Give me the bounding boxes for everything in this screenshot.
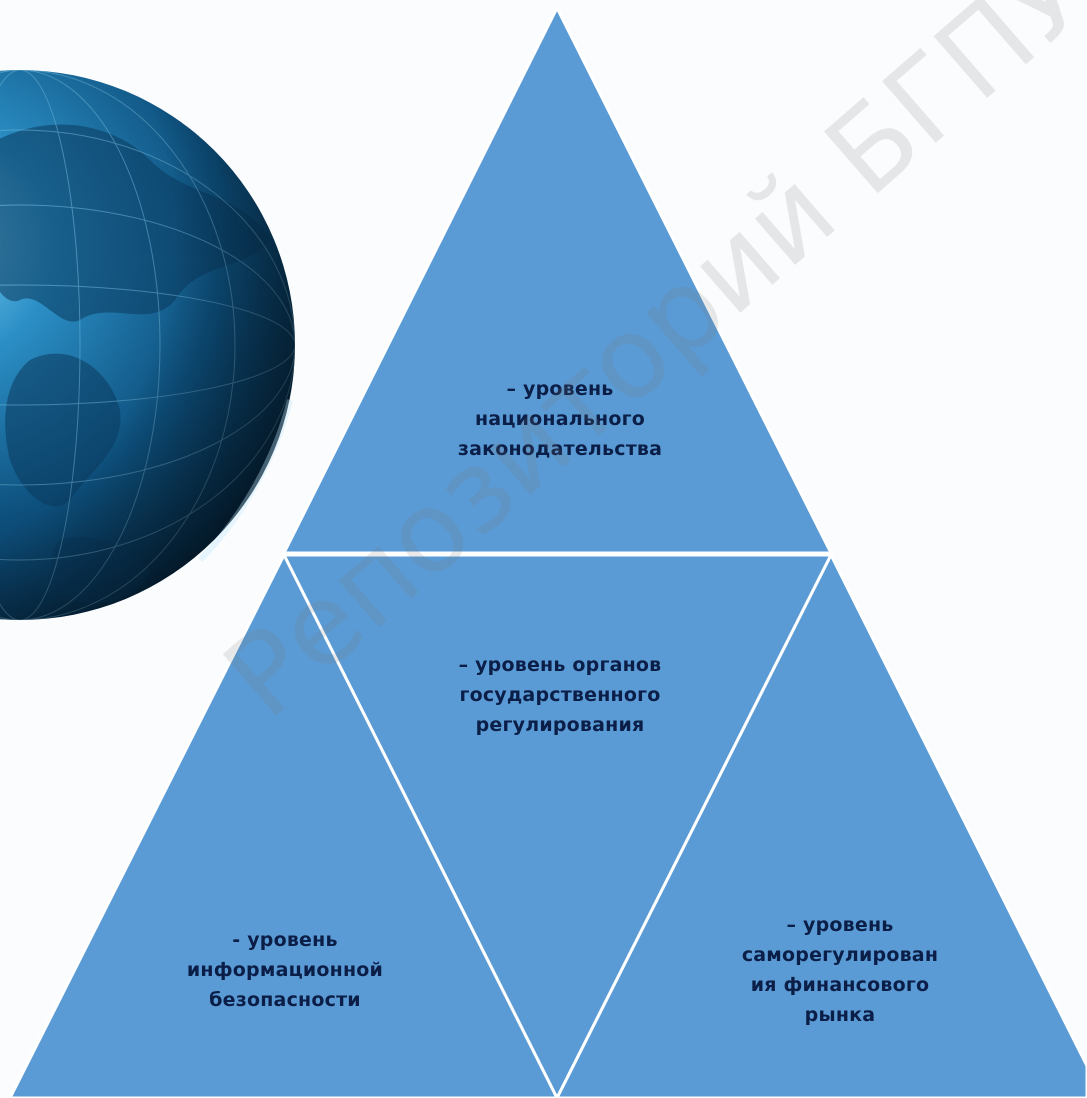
- level-label-state-regulation: – уровень органов государственного регул…: [395, 650, 725, 740]
- level-label-line: - уровень: [232, 929, 338, 951]
- level-label-line: – уровень органов: [458, 654, 662, 676]
- level-label-information-security: - уровень информационной безопасности: [120, 925, 450, 1015]
- level-label-line: – уровень: [786, 914, 894, 936]
- triangle-right: [555, 551, 1087, 1098]
- level-label-national-legislation: – уровень национального законодательства: [395, 374, 725, 464]
- level-label-line: информационной: [186, 959, 384, 981]
- level-label-line: регулирования: [475, 714, 645, 736]
- level-label-line: безопасности: [209, 989, 361, 1011]
- level-label-line: законодательства: [457, 438, 663, 460]
- level-label-line: государственного: [459, 684, 661, 706]
- level-label-line: – уровень: [506, 378, 614, 400]
- triangle-top: [281, 4, 834, 555]
- level-label-line: саморегулирован: [741, 944, 939, 966]
- level-label-line: рынка: [804, 1004, 876, 1026]
- level-label-line: национального: [474, 408, 646, 430]
- level-label-self-regulation: – уровень саморегулирован ия финансового…: [675, 910, 1005, 1030]
- globe-image: [0, 70, 295, 620]
- level-label-line: ия финансового: [750, 974, 930, 996]
- triangle-left: [8, 551, 559, 1098]
